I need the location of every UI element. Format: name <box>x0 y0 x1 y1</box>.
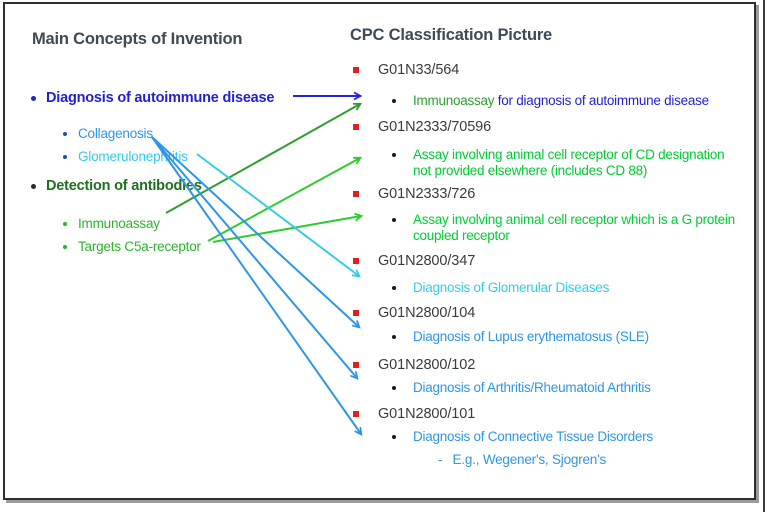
cpc-desc-text: Diagnosis of Lupus erythematosus (SLE) <box>413 329 649 344</box>
cpc-code-label: G01N2800/102 <box>378 357 476 373</box>
red-square-bullet-icon <box>353 191 359 197</box>
cpc-code-label: G01N2800/104 <box>378 305 476 321</box>
right-panel-title: CPC Classification Picture <box>350 26 553 44</box>
red-square-bullet-icon <box>353 258 359 264</box>
cpc-desc-g01n2800-347: Diagnosis of Glomerular Diseases <box>392 280 609 296</box>
black-dot-bullet-icon <box>392 286 396 290</box>
desc-segment: for diagnosis of autoimmune disease <box>497 93 709 108</box>
cpc-desc-g01n33-564: Immunoassay for diagnosis of autoimmune … <box>392 93 709 109</box>
black-dot-bullet-icon <box>392 99 396 103</box>
black-dot-bullet-icon <box>392 335 396 339</box>
concept-targets-c5a-receptor: Targets C5a-receptor <box>63 239 201 254</box>
concept-label: Detection of antibodies <box>46 178 202 194</box>
concept-label: Targets C5a-receptor <box>78 239 201 254</box>
cpc-code-label: G01N33/564 <box>378 62 460 78</box>
black-dot-bullet-icon <box>392 435 396 439</box>
concept-label: Glomerulonephritis <box>78 149 188 164</box>
red-square-bullet-icon <box>353 362 359 368</box>
cpc-desc-g01n2333-726: Assay involving animal cell receptor whi… <box>392 212 735 244</box>
cpc-desc-text: Assay involving animal cell receptor whi… <box>413 212 735 243</box>
red-square-bullet-icon <box>353 67 359 73</box>
desc-segment: Immunoassay <box>413 93 498 108</box>
black-dot-bullet-icon <box>392 218 396 222</box>
bullet-icon <box>63 245 67 249</box>
cpc-code-g01n2800-101: G01N2800/101 <box>353 406 475 422</box>
dash-bullet-icon: - <box>438 452 443 467</box>
concept-collagenosis: Collagenosis <box>63 126 153 141</box>
cpc-code-label: G01N2333/726 <box>378 186 476 202</box>
cpc-desc-text: Assay involving animal cell receptor of … <box>413 147 725 178</box>
cpc-code-label: G01N2800/101 <box>378 406 476 422</box>
bullet-icon <box>63 155 67 159</box>
cpc-code-g01n2800-104: G01N2800/104 <box>353 305 475 321</box>
concept-label: Diagnosis of autoimmune disease <box>46 90 275 106</box>
red-square-bullet-icon <box>353 411 359 417</box>
cpc-desc-g01n2800-102: Diagnosis of Arthritis/Rheumatoid Arthri… <box>392 380 651 396</box>
left-panel-title: Main Concepts of Invention <box>32 30 243 48</box>
concept-detection-of-antibodies: Detection of antibodies <box>31 178 202 194</box>
bullet-icon <box>31 96 36 101</box>
cpc-desc-g01n2800-104: Diagnosis of Lupus erythematosus (SLE) <box>392 329 649 345</box>
bullet-icon <box>31 184 36 189</box>
cpc-code-g01n2333-726: G01N2333/726 <box>353 186 475 202</box>
bullet-icon <box>63 132 67 136</box>
cpc-desc-text: Diagnosis of Arthritis/Rheumatoid Arthri… <box>413 380 651 395</box>
cpc-subdesc-text: E.g., Wegener's, Sjogren's <box>452 452 607 467</box>
red-square-bullet-icon <box>353 124 359 130</box>
black-dot-bullet-icon <box>392 386 396 390</box>
cpc-code-g01n33-564: G01N33/564 <box>353 62 459 78</box>
concept-diagnosis-autoimmune-disease: Diagnosis of autoimmune disease <box>31 90 274 106</box>
cpc-desc-text: Diagnosis of Glomerular Diseases <box>413 280 610 295</box>
concept-label: Immunoassay <box>78 216 160 231</box>
slide-canvas: Main Concepts of Invention Diagnosis of … <box>3 2 756 500</box>
cpc-desc-text: Diagnosis of Connective Tissue Disorders <box>413 429 653 444</box>
cpc-desc-g01n2800-101: Diagnosis of Connective Tissue Disorders <box>392 429 653 445</box>
red-square-bullet-icon <box>353 310 359 316</box>
cpc-subdesc-g01n2800-101: - E.g., Wegener's, Sjogren's <box>438 452 606 467</box>
window-edge-line <box>763 0 765 512</box>
concept-immunoassay: Immunoassay <box>63 216 160 231</box>
bullet-icon <box>63 222 67 226</box>
concept-label: Collagenosis <box>78 126 153 141</box>
cpc-code-g01n2333-70596: G01N2333/70596 <box>353 119 491 135</box>
concept-glomerulonephritis: Glomerulonephritis <box>63 149 188 164</box>
cpc-desc-g01n2333-70596: Assay involving animal cell receptor of … <box>392 147 725 179</box>
cpc-desc-text: Immunoassay for diagnosis of autoimmune … <box>413 93 709 109</box>
cpc-code-g01n2800-102: G01N2800/102 <box>353 357 475 373</box>
cpc-code-label: G01N2333/70596 <box>378 119 492 135</box>
cpc-code-label: G01N2800/347 <box>378 253 476 269</box>
cpc-code-g01n2800-347: G01N2800/347 <box>353 253 475 269</box>
black-dot-bullet-icon <box>392 153 396 157</box>
